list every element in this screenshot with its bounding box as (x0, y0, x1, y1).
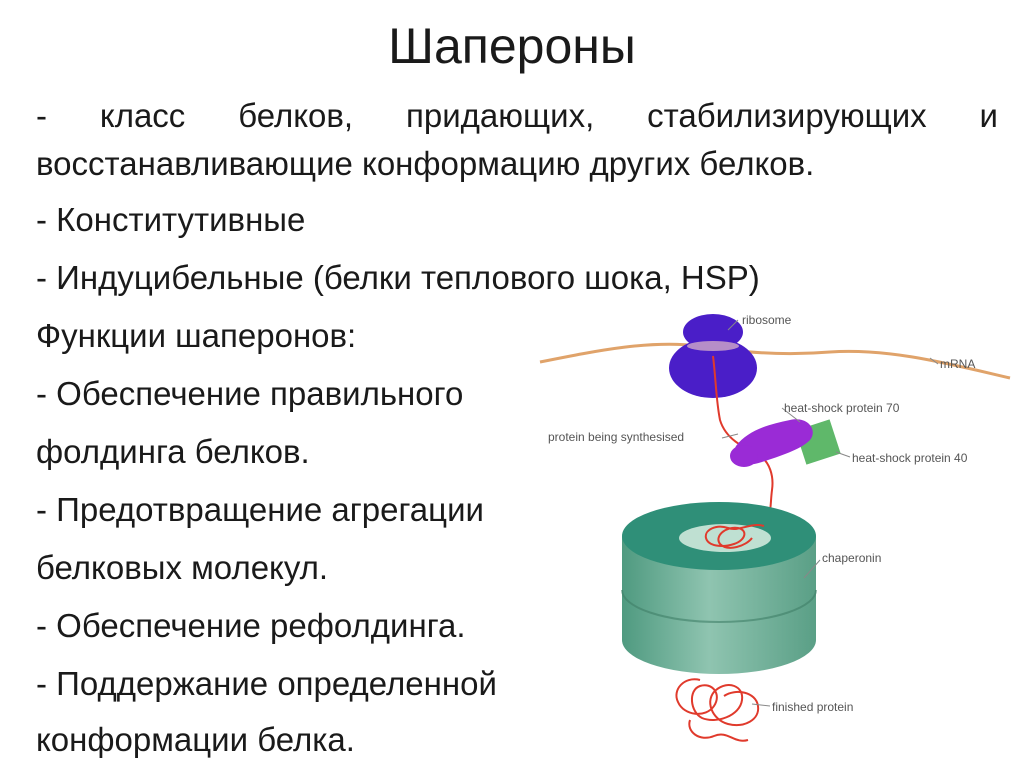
label-chaperonin: chaperonin (822, 551, 881, 565)
label-protein-synthesised: protein being synthesised (548, 430, 684, 444)
ribosome-highlight (687, 341, 739, 351)
function-4-line-1: - Поддержание определенной (36, 665, 497, 702)
pointer-mrna (929, 357, 939, 365)
function-3: - Обеспечение рефолдинга. (36, 607, 466, 644)
protein-tangle-in-chaperonin (704, 524, 765, 549)
slide-title: Шапероны (388, 18, 636, 74)
pointer-chaperonin (803, 559, 821, 579)
label-hsp40: heat-shock protein 40 (852, 451, 968, 465)
definition-line-2: восстанавливающие конформацию других бел… (36, 145, 815, 182)
label-finished-protein: finished protein (772, 700, 853, 714)
pointer-finished (751, 703, 771, 707)
label-mrna: mRNA (940, 357, 975, 371)
pointer-ribosome (727, 319, 739, 331)
function-1-line-1: - Обеспечение правильного (36, 375, 464, 412)
function-1-line-2: фолдинга белков. (36, 433, 310, 470)
mrna-strand (539, 342, 1011, 380)
chaperonin-ring-divider (621, 589, 817, 623)
type-constitutive: - Конститутивные (36, 201, 306, 238)
label-hsp70: heat-shock protein 70 (784, 401, 900, 415)
pointer-hsp70 (781, 407, 801, 423)
functions-heading: Функции шаперонов: (36, 317, 357, 354)
type-inducible: - Индуцибельные (белки теплового шока, H… (36, 259, 760, 296)
finished-protein (675, 678, 760, 742)
function-4-line-2: конформации белка. (36, 721, 355, 758)
label-ribosome: ribosome (742, 313, 792, 327)
definition-line-1: - класс белков, придающих, стабилизирующ… (36, 97, 998, 134)
chaperonin-side (622, 536, 816, 674)
pointer-hsp40 (835, 451, 851, 458)
function-2-line-1: - Предотвращение агрегации (36, 491, 484, 528)
pointer-protein-synth (721, 433, 739, 439)
function-2-line-2: белковых молекул. (36, 549, 329, 586)
hsp70-lobe (730, 445, 758, 467)
ribosome-small-subunit (669, 338, 757, 398)
chaperonin-cavity (679, 524, 771, 552)
